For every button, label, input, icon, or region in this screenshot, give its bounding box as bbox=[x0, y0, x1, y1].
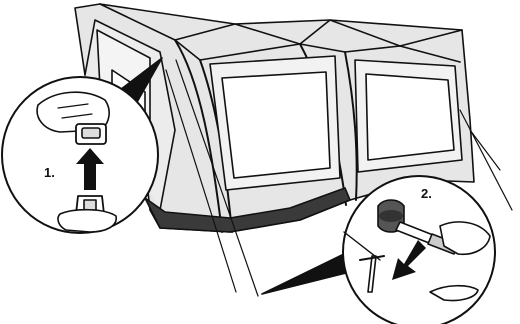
awning-window-right bbox=[355, 60, 462, 172]
step-2-label: 2. bbox=[421, 186, 432, 201]
callout-mallet-peg bbox=[343, 176, 495, 324]
awning-window-left bbox=[210, 56, 340, 190]
callout-buckle-connect bbox=[2, 77, 158, 233]
callout-2-pointer bbox=[262, 252, 350, 294]
step-1-label: 1. bbox=[44, 165, 55, 180]
